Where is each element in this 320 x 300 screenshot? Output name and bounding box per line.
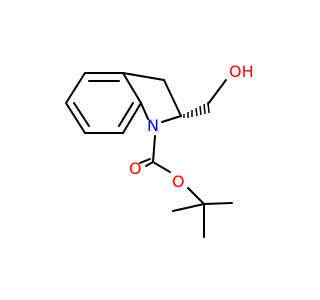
nitrogen-label: N bbox=[147, 116, 159, 135]
bond bbox=[172, 203, 205, 212]
bond bbox=[65, 72, 86, 104]
bond bbox=[187, 187, 205, 205]
bond bbox=[207, 79, 227, 105]
bond bbox=[203, 202, 233, 205]
carbonyl-oxygen-label: O bbox=[129, 159, 142, 178]
stereo-hash-wedge bbox=[183, 101, 210, 118]
bond bbox=[122, 72, 142, 104]
bond bbox=[65, 102, 86, 134]
bond bbox=[139, 158, 151, 164]
benzene-ring bbox=[65, 72, 142, 134]
bond bbox=[163, 79, 182, 117]
double-bond-inner bbox=[73, 102, 90, 127]
bond bbox=[140, 102, 149, 120]
pyrroline-ring bbox=[122, 72, 182, 123]
bond bbox=[122, 72, 165, 81]
ester-oxygen-label: O bbox=[172, 172, 185, 191]
bond bbox=[152, 161, 171, 173]
bond bbox=[152, 135, 156, 163]
bond bbox=[122, 102, 142, 134]
molecule-structure: OH N O O bbox=[65, 62, 254, 238]
double-bond-inner bbox=[118, 102, 134, 127]
bond bbox=[145, 161, 154, 167]
hydroxyl-label: OH bbox=[229, 62, 254, 81]
bond bbox=[161, 115, 182, 123]
